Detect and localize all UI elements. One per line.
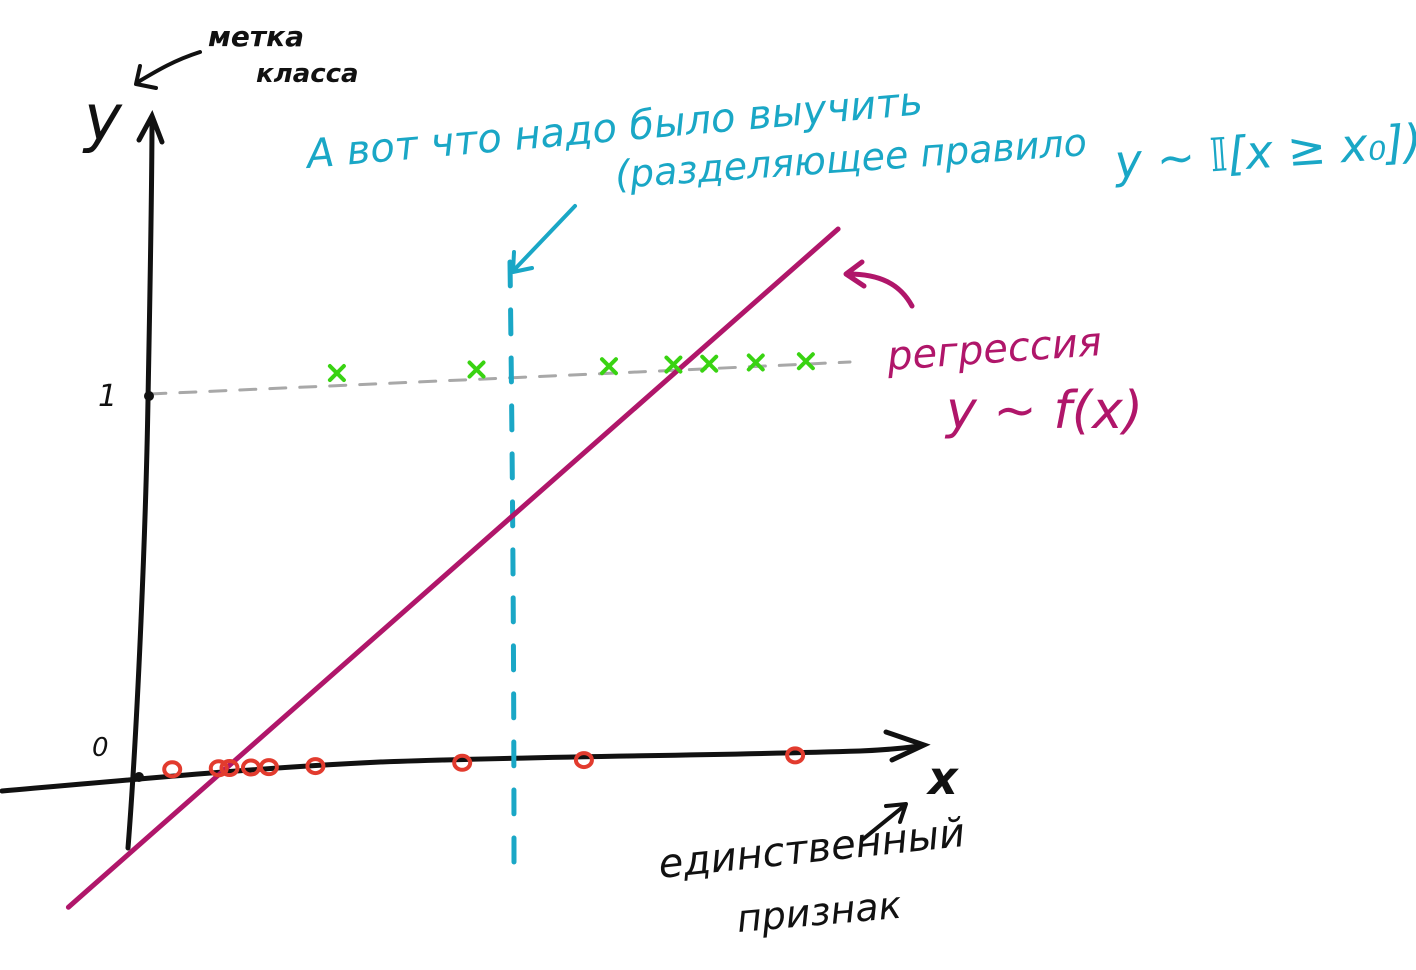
y-axis-label: y (82, 82, 123, 156)
threshold-rule: y ~ 𝕀[x ≥ x₀]) (1111, 114, 1416, 189)
class-zero-point (305, 757, 326, 776)
regression-line (65, 226, 841, 910)
class-zero-point (258, 758, 279, 777)
y-axis-arrowhead (136, 110, 165, 145)
feature-label-line2: признак (735, 883, 903, 941)
class-zero-point (219, 759, 240, 777)
regression-arrow (843, 259, 915, 309)
threshold-line (507, 259, 517, 888)
class-one-point (467, 360, 486, 379)
class-zero-point (162, 760, 183, 779)
axes (0, 110, 931, 851)
feature-arrow (860, 802, 908, 842)
class-zero-point (573, 751, 594, 770)
class-zero-point (208, 759, 229, 778)
plot-layer (65, 226, 841, 910)
class-one-point (796, 352, 815, 371)
class-one-point (700, 354, 719, 373)
tick-one-label: 1 (98, 379, 117, 414)
class-zero-point (785, 746, 806, 765)
class-one-point (327, 364, 346, 383)
regression-label-line1: регрессия (884, 319, 1103, 380)
regression-label-line2: y ~ f(x) (944, 381, 1143, 441)
class-one-point (599, 357, 618, 376)
tick-one-mark (144, 391, 154, 401)
class-label-line1: метка (208, 20, 304, 53)
tick-zero-label: 0 (92, 733, 109, 763)
class-label-arrow (134, 50, 202, 90)
class-one-point (664, 355, 683, 374)
threshold-arrow (511, 204, 577, 274)
y-axis-line (125, 115, 155, 851)
x-axis-label: x (926, 751, 959, 805)
x-axis-line (0, 743, 923, 794)
class-zero-point (452, 753, 473, 772)
feature-label-line1: единственный (656, 810, 967, 888)
x-axis-arrowhead (883, 729, 931, 763)
level-one-dashed-line (148, 360, 852, 396)
tick-zero-mark (134, 772, 144, 782)
class-one-point (746, 353, 765, 372)
class-label-line2: класса (256, 59, 359, 89)
